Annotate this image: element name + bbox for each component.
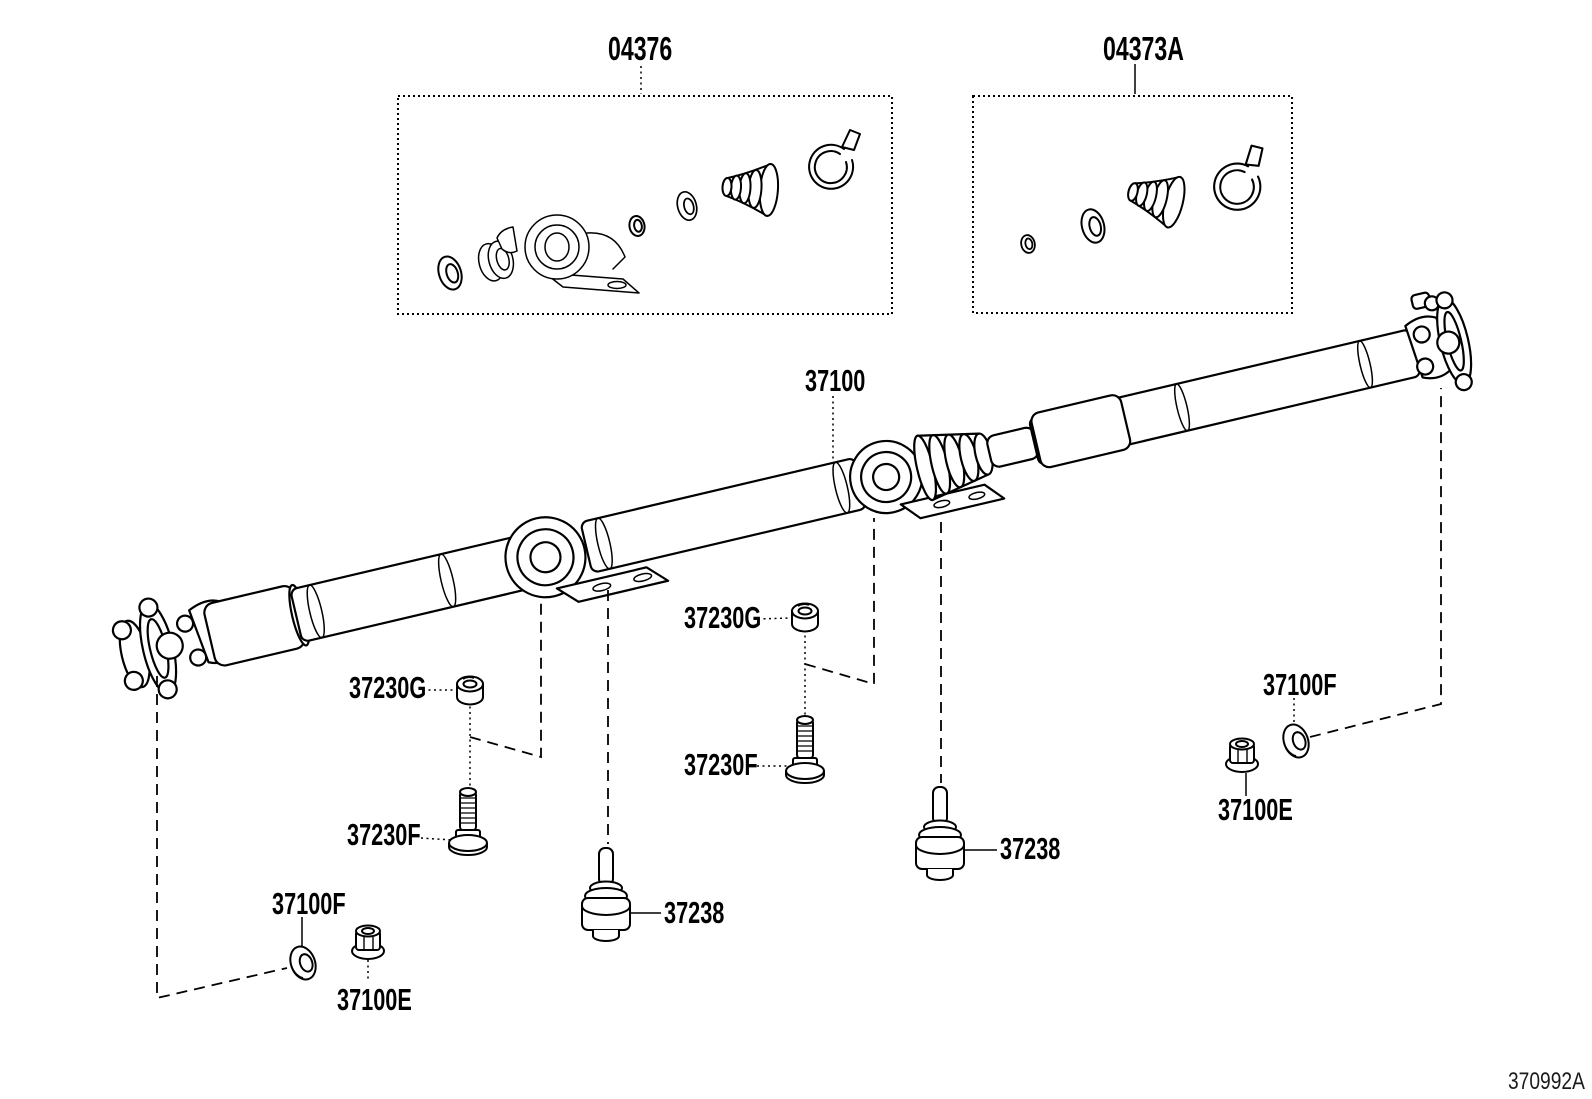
part-label-37230f-left[interactable]: 37230F (347, 817, 421, 852)
part-label-37100f-right[interactable]: 37100F (1263, 667, 1337, 702)
cushion-nut-mid-drawing (791, 602, 819, 633)
part-label-37238-left[interactable]: 37238 (664, 895, 725, 930)
kit1-o-ring (626, 213, 648, 239)
part-label-37100f-bl[interactable]: 37100F (272, 886, 346, 921)
part-label-37100e-bl[interactable]: 37100E (337, 982, 412, 1017)
part-label-37230g-mid[interactable]: 37230G (684, 600, 762, 635)
washer-bottom-left-drawing (284, 941, 322, 985)
kit1-clamp (808, 129, 861, 190)
kit1-center-support-bearing (496, 214, 640, 294)
nut-right-drawing (1225, 737, 1259, 773)
part-label-37100[interactable]: 37100 (805, 363, 866, 398)
kit-box-04376 (397, 95, 893, 315)
kit1-seal-ring (433, 252, 467, 294)
cushion-bolt-left-drawing (448, 787, 488, 856)
leader-lines (301, 64, 1295, 981)
damper-left-drawing (581, 847, 631, 942)
kit1-snap-ring (673, 188, 701, 224)
kit2-o-ring (1018, 232, 1038, 256)
washer-right-drawing (1277, 719, 1315, 763)
kit2-boot (1121, 164, 1190, 231)
kit1-boot (719, 159, 781, 218)
kit-box-04373a (972, 95, 1293, 314)
assembly-reference-lines (156, 388, 1442, 1000)
part-label-04373a[interactable]: 04373A (1103, 30, 1184, 67)
cushion-bolt-mid-drawing (785, 715, 825, 784)
propeller-shaft-drawing (111, 291, 1473, 700)
cushion-nut-left-drawing (456, 675, 484, 706)
part-label-37100e-right[interactable]: 37100E (1218, 792, 1293, 827)
part-label-37230f-mid[interactable]: 37230F (684, 747, 758, 782)
diagram-code: 370992A (1508, 1068, 1585, 1095)
part-label-37238-right[interactable]: 37238 (1000, 831, 1061, 866)
nut-bottom-left-drawing (351, 924, 385, 960)
kit2-snap-ring (1076, 205, 1110, 247)
part-label-37230g-left[interactable]: 37230G (349, 670, 427, 705)
damper-right-drawing (915, 786, 965, 881)
kit2-clamp (1207, 143, 1272, 214)
part-label-04376[interactable]: 04376 (608, 30, 673, 67)
